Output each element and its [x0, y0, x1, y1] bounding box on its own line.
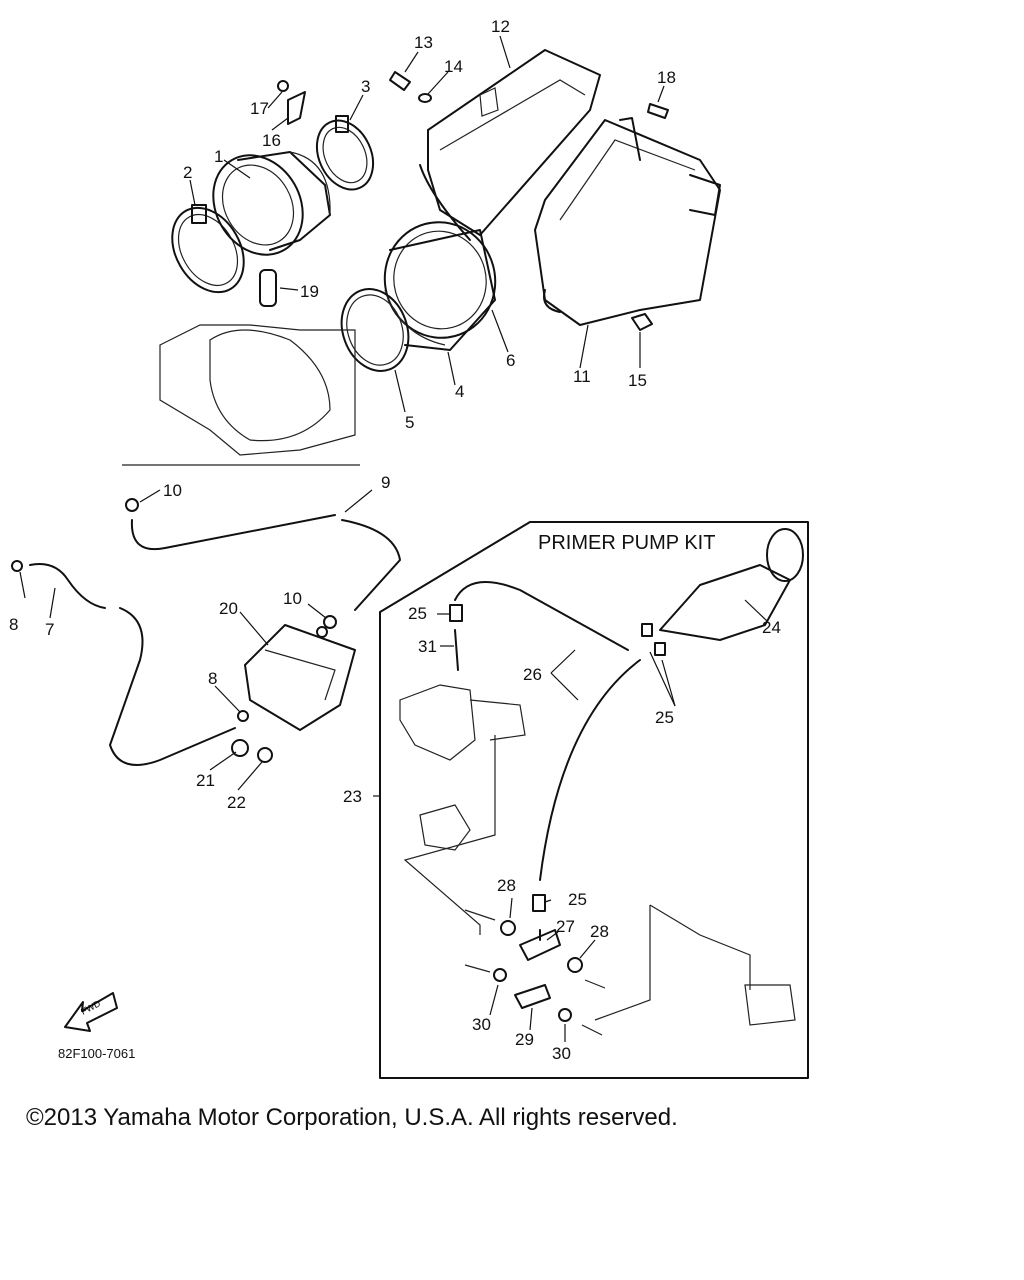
callout-26: 26 [523, 665, 542, 684]
callout-10-upper: 10 [163, 481, 182, 500]
callout-4: 4 [455, 382, 464, 401]
carburetor-ghost [399, 684, 526, 935]
cap-22 [257, 747, 273, 763]
primer-kit-frame: PRIMER PUMP KIT [379, 521, 809, 1079]
callout-16: 16 [262, 131, 281, 150]
intake-boot-6 [383, 221, 497, 351]
tee-29 [514, 984, 551, 1009]
callout-29: 29 [515, 1030, 534, 1049]
connector-25-c [532, 894, 546, 912]
callout-27: 27 [556, 917, 575, 936]
callout-19: 19 [300, 282, 319, 301]
connector-25-b [641, 623, 666, 656]
fuel-tank-ghost [594, 904, 796, 1026]
bolt-13-washer-14 [389, 71, 432, 103]
callout-1: 1 [214, 147, 223, 166]
callout-8-left: 8 [9, 615, 18, 634]
small-hoses [464, 909, 606, 1036]
clamp-28-right [567, 957, 583, 973]
fuel-pump-20 [244, 624, 356, 731]
clamp-30-left [493, 968, 507, 982]
callout-10-lower: 10 [283, 589, 302, 608]
hose-7 [29, 563, 236, 766]
callout-14: 14 [444, 57, 463, 76]
callout-25-bottom: 25 [568, 890, 587, 909]
clamp-30-right [558, 1008, 572, 1022]
callout-5: 5 [405, 413, 414, 432]
copyright-notice: ©2013 Yamaha Motor Corporation, U.S.A. A… [26, 1104, 678, 1131]
gasket-5 [340, 288, 410, 372]
clip-10-lower [323, 615, 337, 629]
callout-2: 2 [183, 163, 192, 182]
needle-31 [454, 629, 459, 671]
clip-8-mid [237, 710, 249, 722]
clamp-band-2 [171, 204, 245, 294]
clamp-band-3 [315, 115, 375, 191]
forward-arrow-icon: FWD [64, 992, 118, 1032]
callout-15: 15 [628, 371, 647, 390]
engine-ghost-outline [122, 324, 360, 466]
fitting-21 [231, 739, 249, 757]
callout-18: 18 [657, 68, 676, 87]
callouts: 1 2 3 4 5 6 8 7 9 10 10 11 12 13 14 15 1… [9, 17, 781, 1063]
fuel-hose-26 [454, 581, 641, 881]
callout-13: 13 [414, 33, 433, 52]
nut-15 [631, 313, 653, 331]
collar-19 [259, 269, 277, 307]
leader-lines [19, 35, 769, 1042]
primer-pump-24 [659, 528, 804, 641]
hose-9 [130, 514, 401, 611]
callout-23: 23 [343, 787, 362, 806]
callout-3: 3 [361, 77, 370, 96]
clip-8-left [11, 560, 23, 572]
primer-kit-label: PRIMER PUMP KIT [538, 532, 715, 554]
clamp-28-left [500, 920, 516, 936]
airbox-cover-11 [534, 117, 721, 326]
callout-28-right: 28 [590, 922, 609, 941]
callout-21: 21 [196, 771, 215, 790]
callout-7: 7 [45, 620, 54, 639]
callout-17: 17 [250, 99, 269, 118]
callout-30-left: 30 [472, 1015, 491, 1034]
connector-25-a [449, 604, 463, 622]
callout-25-top: 25 [408, 604, 427, 623]
tee-27 [519, 929, 561, 961]
callout-12: 12 [491, 17, 510, 36]
bolt-18 [647, 103, 669, 119]
callout-9: 9 [381, 473, 390, 492]
callout-31: 31 [418, 637, 437, 656]
callout-20: 20 [219, 599, 238, 618]
clip-10-upper [125, 498, 139, 512]
callout-8-mid: 8 [208, 669, 217, 688]
callout-6: 6 [506, 351, 515, 370]
callout-24: 24 [762, 618, 781, 637]
callout-25-right: 25 [655, 708, 674, 727]
callout-11: 11 [573, 367, 591, 386]
callout-28-left: 28 [497, 876, 516, 895]
airbox-lower-12 [419, 49, 601, 241]
figure-code: 82F100-7061 [58, 1046, 135, 1061]
callout-30-right: 30 [552, 1044, 571, 1063]
clip-16-17 [277, 80, 306, 125]
callout-22: 22 [227, 793, 246, 812]
intake-joint-1 [212, 151, 331, 256]
